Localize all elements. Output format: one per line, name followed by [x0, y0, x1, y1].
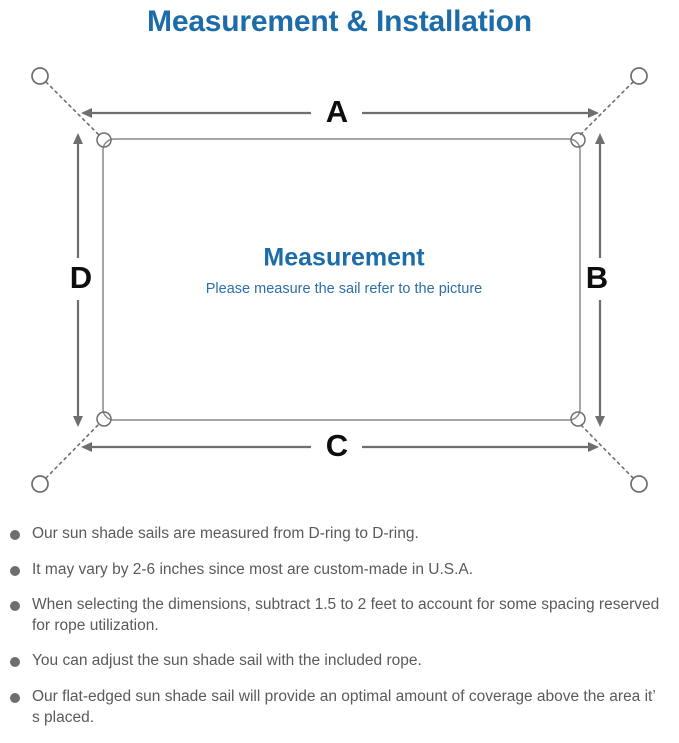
anchor-points-group: [31, 67, 648, 493]
sail-outline: [102, 138, 581, 421]
anchor-point-top-left: [31, 67, 49, 85]
anchor-point-top-right: [630, 67, 648, 85]
page-title: Measurement & Installation: [147, 5, 532, 38]
note-text: Our flat-edged sun shade sail will provi…: [32, 688, 656, 726]
list-item: Our flat-edged sun shade sail will provi…: [10, 687, 665, 728]
dimension-label-b: B: [586, 260, 608, 295]
rope-line-top-left: [45, 81, 101, 137]
note-text: When selecting the dimensions, subtract …: [32, 596, 660, 634]
list-item: You can adjust the sun shade sail with t…: [10, 651, 665, 672]
dimension-arrow-left: D: [70, 133, 92, 427]
dimension-label-a: A: [326, 94, 348, 129]
dimension-label-d: D: [70, 260, 92, 295]
bullet-icon: [10, 657, 20, 668]
d-ring-bottom-left: [96, 411, 112, 427]
note-text: You can adjust the sun shade sail with t…: [32, 652, 422, 670]
rope-lines-group: [45, 81, 634, 479]
list-item: It may vary by 2-6 inches since most are…: [10, 560, 665, 581]
diagram-canvas: A C D B Measurement Please measure the s…: [31, 67, 648, 493]
d-rings-group: [96, 132, 586, 427]
rope-line-bottom-right: [578, 422, 634, 479]
d-ring-top-left: [96, 132, 112, 148]
note-text: Our sun shade sails are measured from D-…: [32, 525, 419, 542]
rope-line-top-right: [578, 81, 634, 137]
bullet-icon: [10, 693, 20, 704]
dimension-label-c: C: [326, 428, 348, 463]
list-item: When selecting the dimensions, subtract …: [10, 595, 665, 636]
diagram-center-subtext: Please measure the sail refer to the pic…: [206, 281, 482, 297]
anchor-point-bottom-left: [31, 475, 49, 493]
diagram-center-heading: Measurement: [263, 244, 425, 272]
d-ring-top-right: [570, 132, 586, 148]
rope-line-bottom-left: [45, 422, 101, 479]
dimension-arrow-bottom: C: [81, 428, 599, 463]
measurement-diagram: A C D B Measurement Please measure the s…: [0, 44, 679, 520]
notes-list: Our sun shade sails are measured from D-…: [0, 524, 679, 743]
note-text: It may vary by 2-6 inches since most are…: [32, 560, 474, 578]
d-ring-bottom-right: [570, 411, 586, 427]
dimension-arrow-right: B: [586, 133, 608, 427]
anchor-point-bottom-right: [630, 475, 648, 493]
bullet-icon: [10, 565, 20, 576]
bullet-icon: [10, 601, 20, 612]
dimension-arrow-top: A: [81, 94, 599, 129]
bullet-icon: [10, 530, 20, 540]
list-item: Our sun shade sails are measured from D-…: [10, 524, 665, 545]
